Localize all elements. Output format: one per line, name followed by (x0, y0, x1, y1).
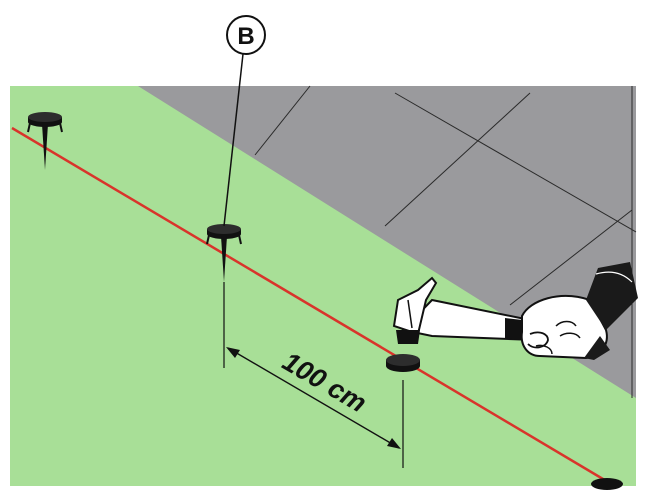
wire-peg-icon (206, 224, 242, 282)
wire-peg-icon (386, 354, 420, 372)
hammer-icon (392, 276, 540, 344)
hand-icon (520, 262, 638, 360)
callout-leader (223, 53, 244, 227)
callout-circle (226, 15, 266, 55)
boundary-wire (11, 126, 609, 484)
wire-peg-icon (591, 478, 623, 490)
wire-peg-icon (27, 112, 63, 170)
callout-label: B (237, 23, 254, 50)
